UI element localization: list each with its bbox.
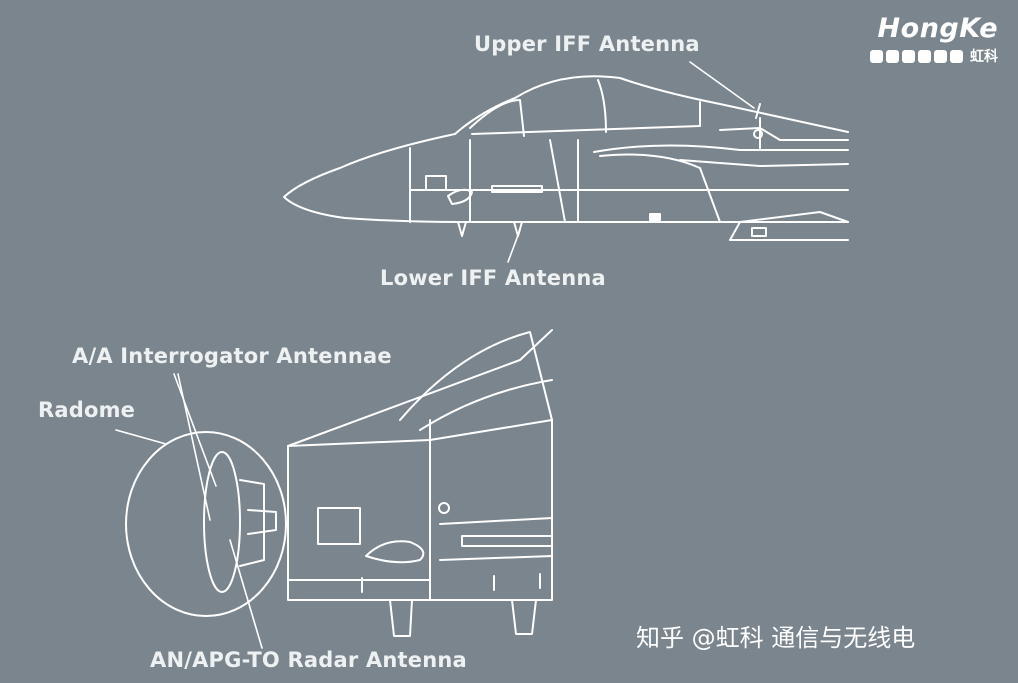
logo-square [902,49,915,63]
logo-square [886,49,899,63]
logo-square [950,49,963,63]
lower-iff-antenna-label: Lower IFF Antenna [380,266,606,290]
watermark-text: 知乎 @虹科 通信与无线电 [636,624,916,652]
zhihu-watermark: 知乎 @虹科 通信与无线电 [636,618,915,653]
aa-interrogator-label: A/A Interrogator Antennae [72,344,392,368]
logo-brand-cn: 虹科 [970,49,998,65]
upper-iff-antenna-label: Upper IFF Antenna [474,32,700,56]
logo-row: 虹科 [870,46,998,66]
logo-square [870,49,883,63]
logo-square [918,49,931,63]
top-aircraft-drawing [283,61,849,263]
bottom-aircraft-drawing [115,329,553,649]
logo-square [934,49,947,63]
hongke-logo: HongKe 虹科 [870,14,998,66]
logo-brand: HongKe [877,13,998,44]
radar-antenna-label: AN/APG-TO Radar Antenna [150,648,467,672]
radome-label: Radome [38,398,136,422]
